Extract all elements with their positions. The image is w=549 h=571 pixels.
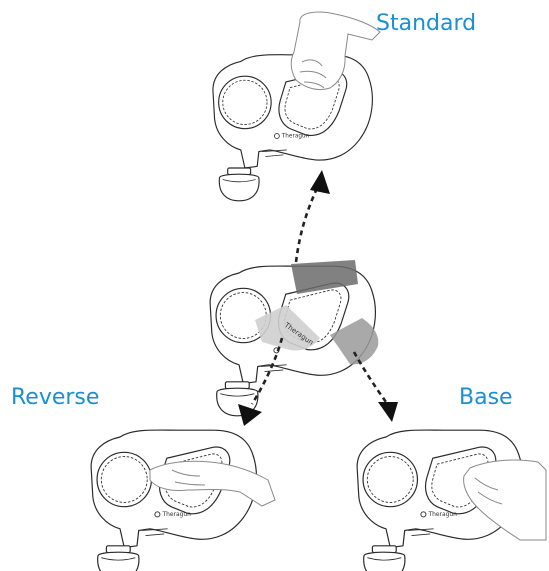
gun-reverse: Theragun	[90, 429, 258, 571]
brand-text-reverse: Theragun	[162, 511, 192, 518]
arrow-to-standard	[294, 170, 330, 263]
zone-base	[330, 318, 379, 365]
hand-standard-icon	[290, 11, 381, 91]
zone-reverse	[255, 305, 320, 351]
gun-base: Theragun	[356, 429, 524, 571]
hand-reverse-icon	[149, 460, 276, 507]
brand-text-base: Theragun	[428, 511, 458, 518]
label-base: Base	[459, 385, 513, 410]
arrowhead-base-icon	[378, 402, 398, 422]
zone-standard	[291, 260, 358, 294]
arrow-to-base	[352, 351, 398, 422]
label-standard: Standard	[376, 11, 477, 36]
hand-base-icon	[463, 459, 547, 541]
arrowhead-reverse-icon	[238, 404, 262, 426]
arrowhead-standard-icon	[310, 170, 330, 194]
arrow-to-reverse	[238, 337, 284, 426]
gun-standard: Theragun	[212, 54, 373, 202]
label-reverse: Reverse	[11, 385, 100, 410]
brand-text: Theragun	[281, 134, 310, 140]
